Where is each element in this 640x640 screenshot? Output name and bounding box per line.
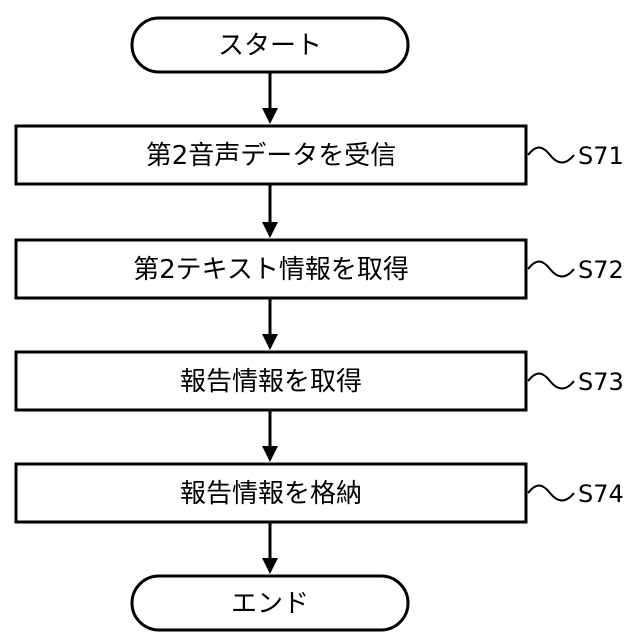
step-id-s73: S73 xyxy=(578,368,624,396)
process-label-s74: 報告情報を格納 xyxy=(180,479,362,509)
end-label: エンド xyxy=(231,589,309,619)
arrow-start-to-s71 xyxy=(262,72,278,124)
process-box-s73: 報告情報を取得 xyxy=(16,352,526,410)
arrow-s74-to-end xyxy=(262,522,278,574)
process-label-s72: 第2テキスト情報を取得 xyxy=(133,255,409,285)
step-callout-s71: S71 xyxy=(528,142,624,170)
step-callout-s74: S74 xyxy=(528,480,624,508)
start-label: スタート xyxy=(218,31,322,61)
process-label-s71: 第2音声データを受信 xyxy=(146,141,397,171)
process-box-s74: 報告情報を格納 xyxy=(16,464,526,522)
process-label-s73: 報告情報を取得 xyxy=(180,367,362,397)
start-terminal: スタート xyxy=(132,18,408,72)
process-box-s72: 第2テキスト情報を取得 xyxy=(16,240,526,298)
end-terminal: エンド xyxy=(132,576,408,630)
step-callout-s72: S72 xyxy=(528,256,624,284)
step-callout-s73: S73 xyxy=(528,368,624,396)
step-id-s74: S74 xyxy=(578,480,624,508)
arrow-s72-to-s73 xyxy=(262,298,278,350)
process-box-s71: 第2音声データを受信 xyxy=(16,126,526,184)
step-id-s71: S71 xyxy=(578,142,624,170)
step-id-s72: S72 xyxy=(578,256,624,284)
arrow-s71-to-s72 xyxy=(262,184,278,238)
arrow-s73-to-s74 xyxy=(262,410,278,462)
